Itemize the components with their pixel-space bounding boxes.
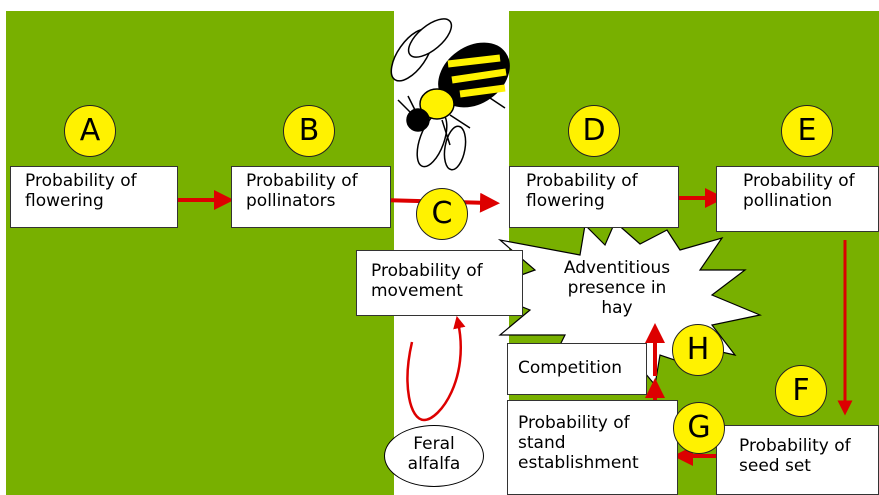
label-b-circle: B [283, 105, 335, 157]
node-a-probability-of-flowering: Probability of flowering [10, 166, 178, 228]
node-c-probability-of-movement: Probability of movement [356, 250, 523, 316]
feral-alfalfa-node: Feral alfalfa [384, 425, 484, 487]
label-h-circle: H [672, 324, 724, 376]
label-g-circle: G [673, 402, 725, 454]
node-g-probability-of-stand-establishment: Probability of stand establishment [507, 400, 678, 495]
bee-icon [390, 18, 510, 171]
label-e-circle: E [781, 105, 833, 157]
node-e-probability-of-pollination: Probability of pollination [716, 166, 879, 232]
node-h-competition: Competition [507, 343, 647, 395]
node-b-probability-of-pollinators: Probability of pollinators [231, 166, 391, 228]
adventitious-presence-label: Adventitious presence in hay [563, 258, 671, 318]
node-f-probability-of-seed-set: Probability of seed set [716, 425, 879, 495]
label-f-circle: F [775, 365, 827, 417]
label-c-circle: C [416, 188, 468, 240]
label-a-circle: A [64, 105, 116, 157]
left-field-panel [6, 11, 394, 495]
label-d-circle: D [568, 105, 620, 157]
node-d-probability-of-flowering: Probability of flowering [509, 166, 679, 228]
feral-loop-arrow [406, 315, 466, 422]
